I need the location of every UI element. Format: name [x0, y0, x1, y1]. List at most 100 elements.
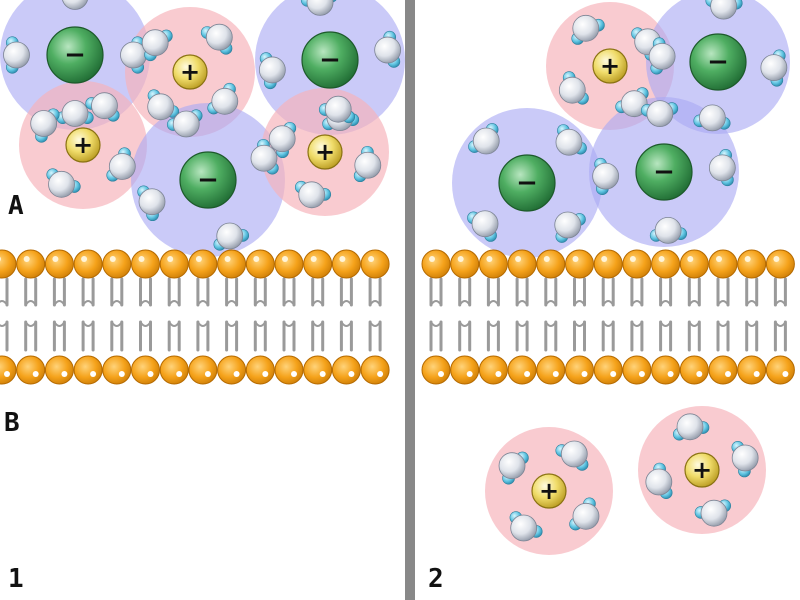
water-molecule — [672, 413, 710, 441]
lipid-head-upper — [507, 249, 537, 279]
lipid-head-highlight — [147, 371, 154, 377]
water-molecule — [731, 440, 759, 478]
lipid-tail-lower — [253, 320, 267, 352]
lipid-tail-upper — [486, 277, 500, 307]
oxygen-atom — [374, 36, 402, 64]
lipid-head-highlight — [32, 371, 39, 377]
lipid-tail-upper — [573, 277, 586, 307]
lipid-head-lower — [450, 355, 480, 385]
anion-sign: − — [516, 168, 538, 198]
oxygen-atom — [30, 110, 58, 137]
water-molecule — [554, 211, 586, 243]
lipid-tail-upper — [52, 277, 66, 307]
lipid-head-upper — [450, 249, 480, 279]
water-molecule — [30, 108, 60, 143]
lipid-head-upper — [478, 249, 508, 279]
lipid-head-highlight — [572, 256, 579, 262]
anion-sign: − — [319, 45, 341, 75]
lipid-head-lower — [737, 355, 767, 385]
lipid-tail-upper — [515, 277, 529, 307]
lipid-tail-lower — [544, 320, 558, 352]
lipid-tail-lower — [196, 320, 210, 352]
lipid-tail-kink — [340, 300, 353, 306]
lipid-head-highlight — [515, 256, 522, 262]
lipid-head-highlight — [310, 256, 317, 262]
lipid-head-upper — [708, 249, 738, 279]
water-molecule — [213, 222, 250, 251]
lipid-tail-lower — [139, 320, 152, 352]
lipid-tail-lower — [81, 320, 95, 352]
lipid-head-upper — [188, 249, 218, 279]
water-molecule — [615, 87, 649, 118]
lipid-head-highlight — [638, 371, 645, 377]
water-molecule — [760, 49, 788, 87]
lipid-tail-lower — [630, 320, 644, 352]
lipid-head-upper — [73, 249, 103, 279]
lipid-head-lower — [679, 355, 709, 385]
water-molecule — [555, 440, 589, 471]
lipid-head-highlight — [466, 371, 473, 377]
lipid-head-highlight — [23, 256, 30, 262]
water-molecule — [3, 36, 30, 74]
water-molecule — [353, 145, 382, 183]
cation-core — [592, 48, 628, 84]
water-molecule — [693, 104, 731, 132]
lipid-head-upper — [679, 249, 709, 279]
lipid-head-highlight — [61, 371, 68, 377]
lipid-tail-lower — [601, 320, 615, 352]
water-molecule — [85, 92, 120, 122]
lipid-tail-kink — [369, 300, 381, 306]
lipid-tail-kink — [311, 321, 324, 327]
oxygen-atom — [3, 41, 30, 69]
lipid-tail-upper — [311, 277, 325, 307]
lipid-head-upper — [131, 249, 160, 279]
lipid-tail-lower — [282, 320, 296, 352]
region-label-a: A — [8, 191, 24, 221]
cation-core — [65, 127, 101, 163]
lipid-tail-kink — [82, 321, 94, 327]
cation-sign: + — [315, 138, 335, 166]
oxygen-atom — [676, 413, 704, 441]
oxygen-atom — [147, 93, 175, 121]
lipid-tail-lower — [573, 320, 586, 352]
oxygen-atom — [620, 90, 648, 118]
lipid-tail-upper — [110, 277, 124, 307]
lipid-tail-kink — [311, 300, 324, 306]
lipid-tail-upper — [745, 277, 759, 307]
oxygen-atom — [48, 170, 75, 198]
lipid-tail-kink — [283, 300, 295, 306]
lipid-head-highlight — [524, 371, 531, 377]
water-molecule — [294, 180, 332, 209]
oxygen-atom — [710, 0, 738, 20]
lipid-tail-lower — [110, 320, 124, 352]
lipid-tail-kink — [659, 321, 672, 327]
lipid-tail-kink — [745, 300, 758, 306]
lipid-head-highlight — [368, 256, 375, 262]
lipid-head-lower — [188, 355, 218, 385]
lipid-tail-kink — [369, 321, 381, 327]
oxygen-atom — [555, 128, 583, 156]
lipid-head-highlight — [81, 256, 88, 262]
lipid-head-lower — [765, 355, 795, 385]
lipid-tail-kink — [0, 321, 8, 327]
lipid-tail-kink — [745, 321, 758, 327]
anion-sign: − — [653, 157, 675, 187]
water-molecule — [137, 185, 166, 222]
lipid-head-lower — [44, 355, 74, 385]
cation-sign: + — [600, 52, 620, 80]
region-label-b: B — [4, 408, 20, 438]
lipid-tail-upper — [225, 277, 239, 307]
oxygen-atom — [172, 110, 200, 138]
lipid-tail-kink — [544, 300, 557, 306]
cation-sign: + — [73, 131, 93, 159]
water-molecule — [300, 0, 337, 16]
lipid-tail-kink — [516, 321, 528, 327]
lipid-tail-lower — [745, 320, 759, 352]
oxygen-atom — [91, 92, 118, 120]
lipid-head-highlight — [773, 256, 780, 262]
lipid-head-upper — [737, 249, 767, 279]
water-molecule — [569, 497, 600, 531]
cation-sign: + — [692, 456, 712, 484]
